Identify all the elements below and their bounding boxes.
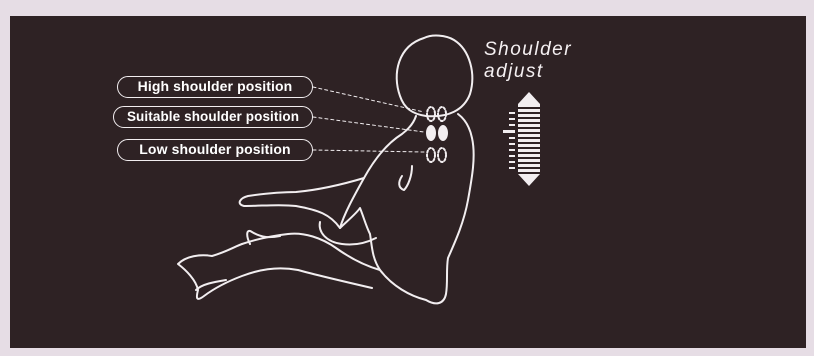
figure-hip	[320, 222, 376, 245]
leader-low	[313, 150, 424, 152]
low-roller-left	[427, 148, 435, 162]
high-roller-left	[427, 107, 435, 121]
figure-head	[397, 36, 473, 117]
caption-adjust: adjust	[484, 62, 544, 82]
low-roller-right	[438, 148, 446, 162]
leader-lines	[313, 87, 424, 152]
arrow-up-icon	[518, 92, 540, 104]
arrow-down-icon	[518, 174, 540, 186]
caption-shoulder: Shoulder	[484, 40, 572, 60]
figure-elbow	[399, 166, 412, 190]
leader-high	[313, 87, 424, 112]
figure-back	[340, 114, 474, 303]
suitable-rollers	[426, 125, 448, 141]
figure-thigh	[242, 234, 380, 270]
suitable-shoulder-label: Suitable shoulder position	[113, 106, 313, 128]
low-shoulder-label: Low shoulder position	[117, 139, 313, 161]
shoulder-adjust-indicator	[503, 92, 540, 186]
high-shoulder-label: High shoulder position	[117, 76, 313, 98]
figure-arm	[240, 178, 364, 228]
suitable-roller-right	[438, 125, 448, 141]
figure-leg-upper	[247, 231, 280, 244]
suitable-roller-left	[426, 125, 436, 141]
